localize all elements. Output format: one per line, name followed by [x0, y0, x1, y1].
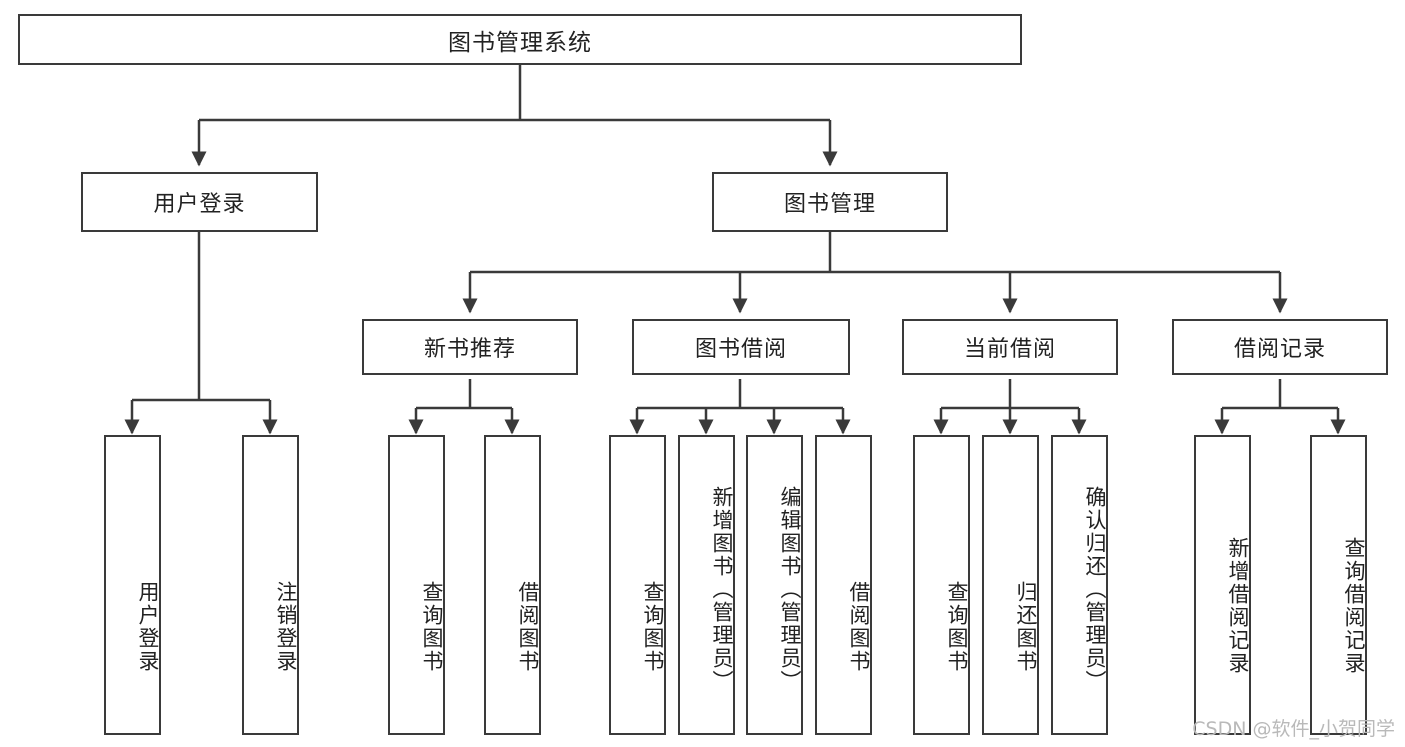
node-leaf-new-book-query[interactable]: 查询图书	[388, 435, 445, 735]
node-leaf-borrow-record-query[interactable]: 查询借阅记录	[1310, 435, 1367, 735]
node-new-book-recommend[interactable]: 新书推荐	[362, 319, 578, 375]
node-leaf-current-borrow-return[interactable]: 归还图书	[982, 435, 1039, 735]
node-label: 新增图书（管理员）	[710, 485, 734, 693]
node-leaf-user-login-login[interactable]: 用户登录	[104, 435, 161, 735]
node-book-management[interactable]: 图书管理	[712, 172, 948, 232]
node-leaf-current-borrow-query[interactable]: 查询图书	[913, 435, 970, 735]
node-leaf-book-borrow-borrow[interactable]: 借阅图书	[815, 435, 872, 735]
node-leaf-book-borrow-edit-admin[interactable]: 编辑图书（管理员）	[746, 435, 803, 735]
node-label: 注销登录	[274, 581, 298, 673]
node-label: 借阅图书	[516, 581, 540, 673]
node-label: 图书管理系统	[448, 29, 592, 56]
node-label: 图书管理	[783, 192, 876, 217]
node-label: 新书推荐	[423, 337, 516, 362]
node-leaf-new-book-borrow[interactable]: 借阅图书	[484, 435, 541, 735]
node-current-borrow[interactable]: 当前借阅	[902, 319, 1118, 375]
node-leaf-current-borrow-confirm-admin[interactable]: 确认归还（管理员）	[1051, 435, 1108, 735]
node-leaf-borrow-record-add[interactable]: 新增借阅记录	[1194, 435, 1251, 735]
node-book-borrow[interactable]: 图书借阅	[632, 319, 850, 375]
node-label: 当前借阅	[963, 337, 1056, 362]
node-label: 确认归还（管理员）	[1083, 485, 1107, 693]
node-label: 查询图书	[420, 581, 444, 673]
node-label: 查询图书	[945, 581, 969, 673]
node-label: 图书借阅	[694, 337, 787, 362]
node-label: 编辑图书（管理员）	[778, 485, 802, 693]
node-user-login[interactable]: 用户登录	[81, 172, 318, 232]
node-label: 借阅记录	[1233, 337, 1326, 362]
node-label: 归还图书	[1014, 581, 1038, 673]
node-label: 新增借阅记录	[1226, 537, 1250, 675]
node-label: 查询借阅记录	[1342, 537, 1366, 675]
node-leaf-book-borrow-query[interactable]: 查询图书	[609, 435, 666, 735]
node-root-book-management-system[interactable]: 图书管理系统	[18, 14, 1022, 65]
node-label: 借阅图书	[847, 581, 871, 673]
node-label: 用户登录	[153, 192, 246, 217]
node-borrow-record[interactable]: 借阅记录	[1172, 319, 1388, 375]
node-leaf-book-borrow-add-admin[interactable]: 新增图书（管理员）	[678, 435, 735, 735]
node-label: 用户登录	[136, 581, 160, 673]
node-label: 查询图书	[641, 581, 665, 673]
node-leaf-user-login-logout[interactable]: 注销登录	[242, 435, 299, 735]
